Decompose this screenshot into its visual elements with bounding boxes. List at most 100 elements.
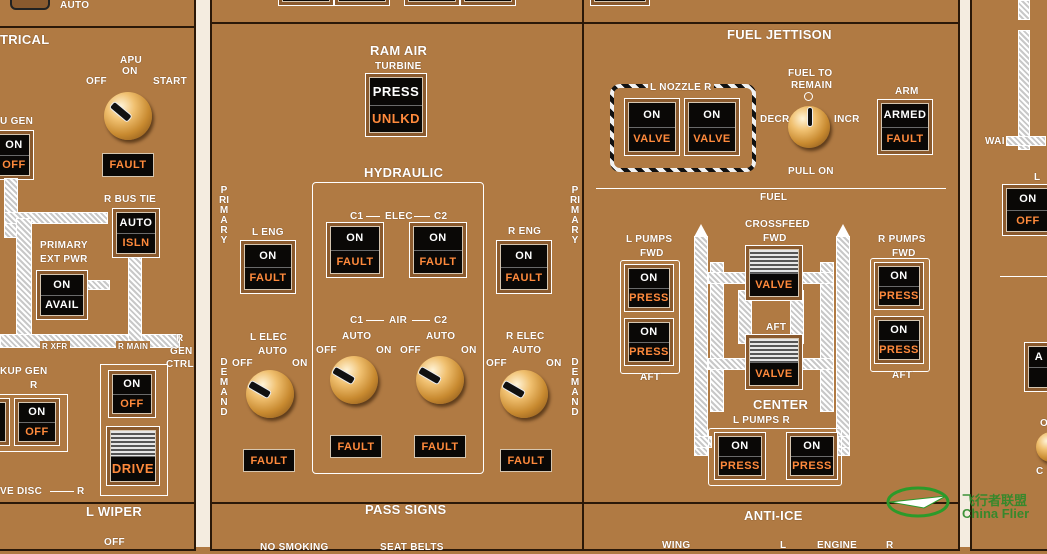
anti-ice-panel	[582, 502, 960, 551]
l-fwd-pump-button[interactable]: ON PRESS	[624, 264, 674, 312]
crossfeed-aft-label: AFT	[766, 322, 787, 333]
c1-air-on-label: ON	[376, 345, 392, 356]
elec-label: ELEC	[385, 211, 413, 222]
backup-gen-l-button[interactable]	[0, 398, 10, 446]
r-elec-auto-label: AUTO	[512, 345, 542, 356]
fuel-top-button[interactable]	[590, 0, 650, 6]
gen-ctrl-off-text: OFF	[120, 397, 144, 410]
rat-unlkd-text: UNLKD	[372, 111, 420, 127]
r-nozzle-on-text: ON	[689, 103, 735, 128]
r-pumps-fwd-label: FWD	[892, 248, 916, 259]
r-gen-ctrl-label-1: R	[176, 333, 184, 344]
gen-ctrl-frame	[100, 364, 168, 496]
c2-air-demand-knob[interactable]	[416, 356, 464, 404]
right-duct-horizontal	[1006, 136, 1046, 146]
l-fwd-on-text: ON	[629, 269, 669, 289]
l-nozzle-valve-text: VALVE	[633, 133, 671, 146]
apu-off-label: OFF	[86, 76, 107, 87]
right-o-label: O	[1040, 418, 1047, 429]
crossfeed-fwd-button[interactable]: VALVE	[745, 245, 803, 301]
wai-label: WAI	[985, 136, 1005, 147]
l-eng-on-text: ON	[245, 245, 291, 268]
crossfeed-aft-button[interactable]: VALVE	[745, 334, 803, 390]
panel-gap-left	[196, 0, 210, 547]
l-elec-off-label: OFF	[232, 358, 253, 369]
right-knob[interactable]	[1036, 432, 1047, 462]
c1-air-demand-knob[interactable]	[330, 356, 378, 404]
apu-gen-label: U GEN	[0, 116, 34, 127]
top-button-4[interactable]	[460, 0, 516, 6]
fuel-subtitle: FUEL	[760, 192, 788, 203]
auto-label: AUTO	[60, 0, 90, 11]
r-pumps-aft-label: AFT	[892, 370, 913, 381]
center-l-on-text: ON	[719, 437, 761, 457]
elec-line-left	[366, 216, 380, 217]
right-l-label: L	[1034, 172, 1041, 183]
fuel-duct-r-outer	[836, 236, 850, 456]
center-top-panel	[210, 0, 584, 24]
arm-fault-text: FAULT	[886, 132, 924, 145]
l-elec-demand-knob[interactable]	[246, 370, 294, 418]
drive-guard-stripe	[111, 431, 155, 457]
wing-label: WING	[662, 540, 691, 551]
right-button-2[interactable]: A	[1024, 342, 1047, 392]
l-fwd-press-text: PRESS	[629, 291, 669, 304]
r-feed-arrow	[836, 224, 850, 237]
top-button-2[interactable]	[334, 0, 390, 6]
top-button-1[interactable]	[278, 0, 334, 6]
center-pumps-label: L PUMPS R	[733, 415, 790, 426]
r-xfr-label: R XFR	[40, 341, 70, 353]
panel-gap-right	[958, 0, 970, 547]
fuel-to-remain-knob[interactable]	[788, 106, 830, 148]
ram-air-label: RAM AIR	[370, 43, 428, 58]
remain-index-mark	[804, 92, 813, 101]
apu-selector-knob[interactable]	[104, 92, 152, 140]
drive-disc-label: VE DISC	[0, 486, 43, 497]
r-gen-ctrl-label-2: GEN	[170, 346, 193, 357]
top-button-3[interactable]	[404, 0, 460, 6]
jettison-arm-button[interactable]: ARMED FAULT	[877, 99, 933, 155]
l-elec-label: L ELEC	[250, 332, 288, 343]
r-nozzle-valve-text: VALVE	[693, 133, 731, 146]
apu-on-label: ON	[122, 66, 138, 77]
crossfeed-fwd-valve-text: VALVE	[755, 278, 793, 291]
fuel-duct-r-inner	[820, 262, 834, 412]
anti-ice-r-label: R	[886, 540, 894, 551]
center-l-pump-button[interactable]: ON PRESS	[714, 432, 766, 480]
c1-air-off-label: OFF	[316, 345, 337, 356]
fuel-divider-line	[596, 188, 946, 189]
center-l-press-text: PRESS	[720, 459, 760, 472]
r-nozzle-button[interactable]: ON VALVE	[684, 98, 740, 156]
bus-tie-isln-text: ISLN	[122, 237, 150, 250]
r-elec-on-label: ON	[546, 358, 562, 369]
drive-disc-button[interactable]: DRIVE	[106, 426, 160, 486]
air-line-right	[412, 320, 430, 321]
c2-air-off-label: OFF	[400, 345, 421, 356]
center-duct-l	[694, 436, 712, 448]
hydraulic-title: HYDRAULIC	[364, 165, 444, 180]
left-top-switch[interactable]	[10, 0, 50, 10]
armed-text: ARMED	[882, 104, 928, 128]
l-wiper-title: L WIPER	[86, 504, 143, 519]
ext-avail-text: AVAIL	[45, 299, 79, 312]
fuel-to-label: FUEL TO	[788, 68, 833, 79]
r-elec-demand-knob[interactable]	[500, 370, 548, 418]
crossfeed-aft-stripe	[750, 339, 798, 363]
anti-ice-l-label: L	[780, 540, 787, 551]
